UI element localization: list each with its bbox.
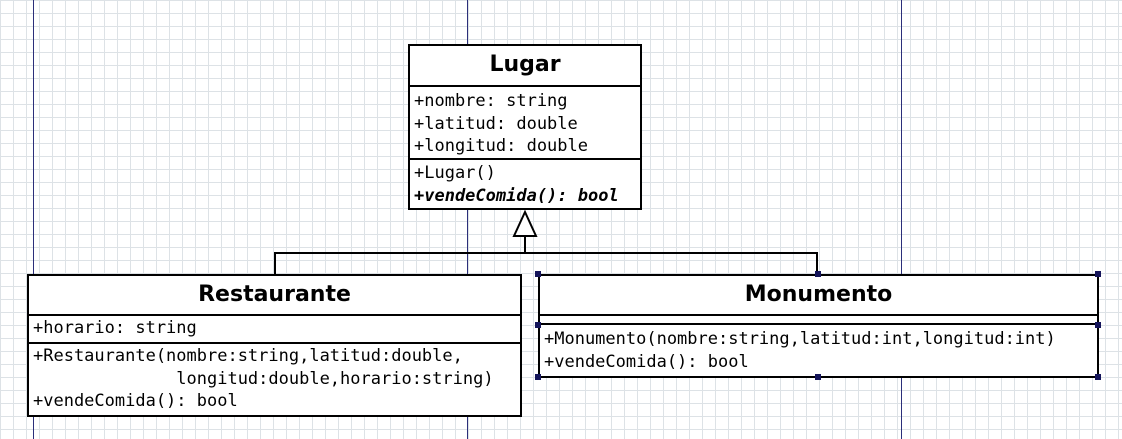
generalization-arrowhead-icon (512, 209, 538, 237)
resize-handle-bottom-left[interactable] (535, 374, 541, 380)
generalization-line-restaurante[interactable] (274, 236, 526, 274)
attribute: +nombre: string (414, 91, 568, 111)
generalization-line-monumento[interactable] (525, 252, 818, 274)
attributes-compartment: +horario: string (29, 316, 520, 344)
resize-handle-bottom-right[interactable] (1095, 374, 1101, 380)
class-name: Restaurante (29, 276, 520, 316)
resize-handle-bottom-center[interactable] (815, 374, 821, 380)
resize-handle-top-left[interactable] (535, 271, 541, 277)
resize-handle-middle-right[interactable] (1095, 322, 1101, 328)
resize-handle-top-center[interactable] (815, 271, 821, 277)
class-lugar[interactable]: Lugar +nombre: string +latitud: double +… (408, 44, 642, 210)
operations-compartment: +Lugar() +vendeComida(): bool (410, 160, 640, 209)
page-guide-line (901, 0, 902, 439)
page-guide-line (33, 0, 34, 439)
class-name: Monumento (540, 276, 1097, 316)
page-guide-line (467, 0, 468, 439)
operation: +Lugar() (414, 163, 496, 183)
attributes-compartment (540, 316, 1097, 325)
operation: +Monumento(nombre:string,latitud:int,lon… (544, 329, 1056, 349)
class-name: Lugar (410, 46, 640, 87)
operation: longitud:double,horario:string) (33, 368, 494, 389)
operations-compartment: +Monumento(nombre:string,latitud:int,lon… (540, 325, 1097, 375)
operation-abstract: +vendeComida(): bool (414, 185, 619, 206)
operation: +vendeComida(): bool (33, 391, 238, 411)
attribute: +longitud: double (414, 136, 588, 156)
operation: +vendeComida(): bool (544, 351, 749, 372)
attribute: +horario: string (33, 318, 197, 338)
class-monumento[interactable]: Monumento +Monumento(nombre:string,latit… (538, 274, 1099, 378)
operation: +Restaurante(nombre:string,latitud:doubl… (33, 346, 463, 366)
resize-handle-top-right[interactable] (1095, 271, 1101, 277)
attributes-compartment: +nombre: string +latitud: double +longit… (410, 87, 640, 160)
operations-compartment: +Restaurante(nombre:string,latitud:doubl… (29, 344, 520, 415)
class-restaurante[interactable]: Restaurante +horario: string +Restaurant… (27, 274, 522, 417)
attribute: +latitud: double (414, 113, 578, 134)
resize-handle-middle-left[interactable] (535, 322, 541, 328)
